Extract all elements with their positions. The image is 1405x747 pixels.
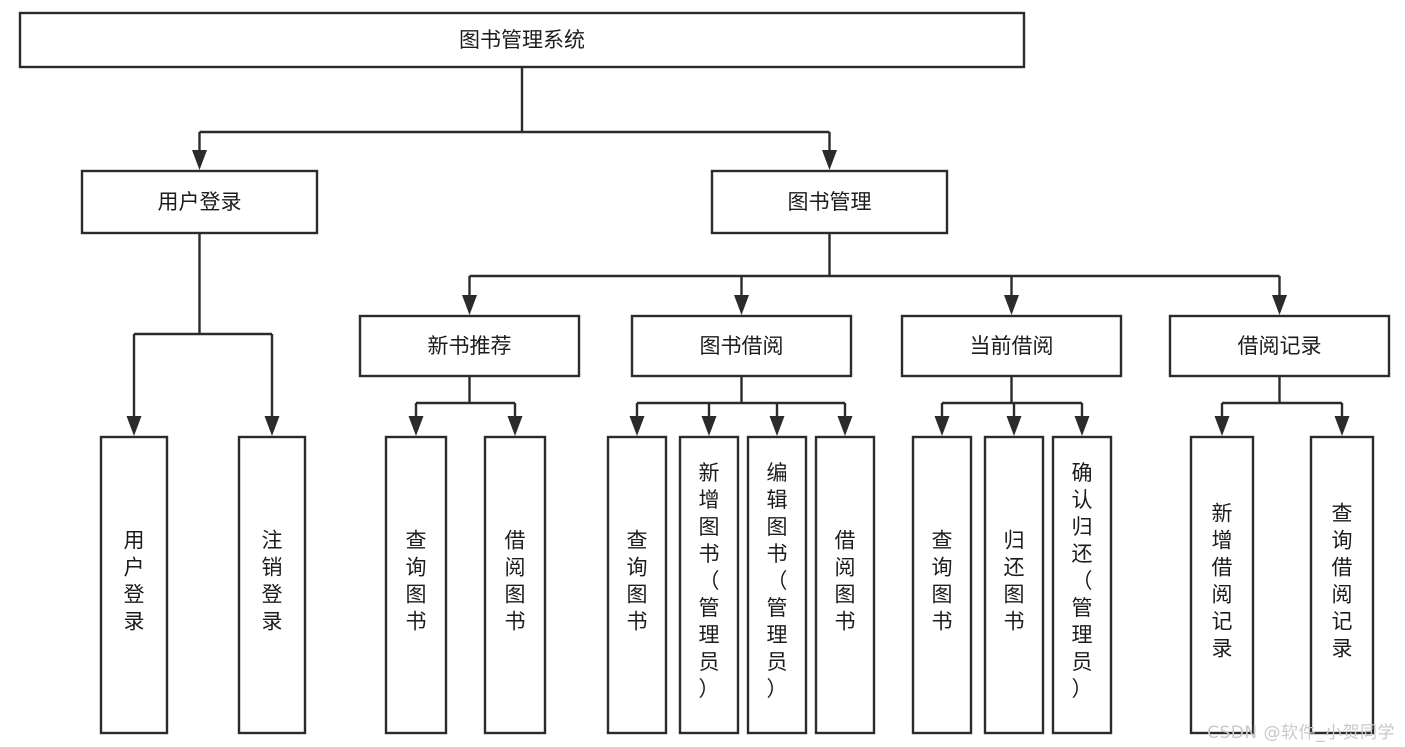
node-leaf-query-record[interactable]: 查询借阅记录 [1309,435,1375,735]
node-current-borrow[interactable]: 当前借阅 [900,314,1123,378]
node-label: 新增借阅记录 [1212,502,1233,661]
node-label: 查询图书 [627,529,648,634]
node-box[interactable] [911,435,973,735]
node-label: 注销登录 [262,529,283,634]
node-box[interactable] [606,435,668,735]
node-box[interactable] [483,435,547,735]
node-book-borrow[interactable]: 图书借阅 [630,314,853,378]
edge-arrowhead [822,150,837,170]
edge-arrowhead [734,295,749,315]
node-label: 新书推荐 [428,334,512,358]
node-leaf-confirm-return[interactable]: 确认归还（管理员） [1051,435,1113,735]
node-label: 查询图书 [406,529,427,634]
node-box[interactable] [746,435,808,735]
node-leaf-query-book-2[interactable]: 查询图书 [606,435,668,735]
edge-arrowhead [1214,416,1230,436]
node-box[interactable] [983,435,1045,735]
node-label: 新增图书（管理员） [699,461,720,701]
node-label: 图书管理系统 [459,28,585,52]
node-leaf-edit-book[interactable]: 编辑图书（管理员） [746,435,808,735]
node-label: 借阅记录 [1238,334,1322,358]
node-box[interactable] [1189,435,1255,735]
edge-arrowhead [192,150,207,170]
node-label: 确认归还（管理员） [1072,461,1093,701]
node-new-book-rec[interactable]: 新书推荐 [358,314,581,378]
edge-arrowhead [1272,295,1287,315]
edge-arrowhead [934,416,950,436]
node-label: 图书管理 [788,190,872,214]
node-leaf-add-book[interactable]: 新增图书（管理员） [678,435,740,735]
node-box[interactable] [710,169,949,235]
edge-arrowhead [769,416,785,436]
node-box[interactable] [1309,435,1375,735]
nodes-layer: 图书管理系统用户登录图书管理新书推荐图书借阅当前借阅借阅记录用户登录注销登录查询… [18,11,1391,735]
node-box[interactable] [1051,435,1113,735]
node-box[interactable] [384,435,448,735]
node-label: 图书借阅 [700,334,784,358]
node-box[interactable] [900,314,1123,378]
node-leaf-add-record[interactable]: 新增借阅记录 [1189,435,1255,735]
edge-arrowhead [1004,295,1019,315]
edge-arrowhead [462,295,477,315]
node-box[interactable] [358,314,581,378]
edge-arrowhead [1006,416,1022,436]
node-box[interactable] [80,169,319,235]
node-box[interactable] [678,435,740,735]
node-leaf-borrow-book-2[interactable]: 借阅图书 [814,435,876,735]
node-label: 用户登录 [124,529,145,634]
node-label: 查询图书 [932,529,953,634]
node-label: 当前借阅 [970,334,1054,358]
node-leaf-query-book-3[interactable]: 查询图书 [911,435,973,735]
node-user-login[interactable]: 用户登录 [80,169,319,235]
edges-layer [126,67,1350,436]
edge-arrowhead [1074,416,1090,436]
node-label: 借阅图书 [505,529,526,634]
node-box[interactable] [99,435,169,735]
node-leaf-user-login[interactable]: 用户登录 [99,435,169,735]
watermark-label: CSDN @软件_小贺同学 [1207,723,1395,743]
edge-arrowhead [629,416,645,436]
edge-arrowhead [408,416,424,436]
node-book-manage[interactable]: 图书管理 [710,169,949,235]
node-label: 归还图书 [1004,529,1025,634]
node-box[interactable] [1168,314,1391,378]
edge-arrowhead [1334,416,1350,436]
node-label: 借阅图书 [835,529,856,634]
edge-arrowhead [126,416,142,436]
edge-arrowhead [837,416,853,436]
edge-arrowhead [264,416,280,436]
node-leaf-borrow-book-1[interactable]: 借阅图书 [483,435,547,735]
edge-arrowhead [701,416,717,436]
node-box[interactable] [814,435,876,735]
edge-arrowhead [507,416,523,436]
node-leaf-return-book[interactable]: 归还图书 [983,435,1045,735]
node-leaf-user-logout[interactable]: 注销登录 [237,435,307,735]
node-label: 查询借阅记录 [1332,502,1353,661]
node-borrow-record[interactable]: 借阅记录 [1168,314,1391,378]
node-label: 用户登录 [158,190,242,214]
node-leaf-query-book-1[interactable]: 查询图书 [384,435,448,735]
node-box[interactable] [630,314,853,378]
node-root[interactable]: 图书管理系统 [18,11,1026,69]
node-box[interactable] [18,11,1026,69]
node-label: 编辑图书（管理员） [767,461,788,701]
node-box[interactable] [237,435,307,735]
